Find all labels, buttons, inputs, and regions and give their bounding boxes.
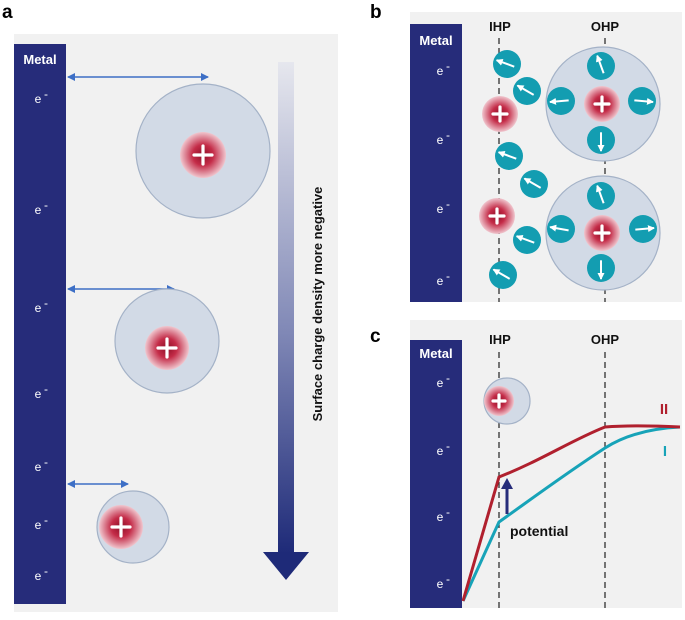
svg-text:-: - <box>446 269 450 283</box>
water-molecule <box>587 52 615 80</box>
adsorbed-cation-upper <box>482 96 518 132</box>
electron-symbol: e- <box>437 128 450 147</box>
electron-symbol: e- <box>35 296 48 315</box>
water-molecule <box>587 126 615 154</box>
svg-text:-: - <box>446 439 450 453</box>
panel-c: c Metal e- e- e- e- IHP OHP potential II… <box>370 320 682 608</box>
svg-text:-: - <box>446 59 450 73</box>
svg-text:e: e <box>35 569 42 583</box>
panel-b-metal-electrode <box>410 24 462 302</box>
electron-symbol: e- <box>35 198 48 217</box>
water-molecule <box>547 87 575 115</box>
svg-text:-: - <box>44 382 48 396</box>
svg-text:e: e <box>437 444 444 458</box>
electron-symbol: e- <box>437 572 450 591</box>
panel-a-label: a <box>2 2 13 23</box>
electron-symbol: e- <box>35 382 48 401</box>
electron-symbol: e- <box>35 564 48 583</box>
water-molecule <box>547 215 575 243</box>
svg-text:e: e <box>437 202 444 216</box>
hydrated-cation-small <box>96 490 170 564</box>
water-molecule <box>513 77 541 105</box>
svg-text:e: e <box>437 577 444 591</box>
panel-a-electrons: e- e- e- e- e- e- e- <box>35 87 48 583</box>
water-molecules <box>489 50 657 289</box>
electron-symbol: e- <box>35 513 48 532</box>
panel-c-metal-label: Metal <box>419 346 452 361</box>
svg-text:e: e <box>437 64 444 78</box>
svg-text:-: - <box>446 371 450 385</box>
curve-II-label: II <box>660 401 668 418</box>
water-molecule <box>495 142 523 170</box>
svg-text:e: e <box>437 133 444 147</box>
svg-text:e: e <box>35 301 42 315</box>
potential-curve-I <box>461 425 681 602</box>
svg-text:-: - <box>44 513 48 527</box>
panel-b-electrons: e- e- e- e- <box>437 59 450 288</box>
svg-text:-: - <box>44 564 48 578</box>
potential-curve-II <box>461 424 681 602</box>
panel-a-metal-electrode <box>14 44 66 604</box>
potential-label: potential <box>510 523 568 539</box>
svg-text:e: e <box>35 387 42 401</box>
potential-shift-arrowhead <box>501 478 513 489</box>
hydrated-cluster-lower <box>545 175 661 291</box>
charge-density-arrow <box>263 62 309 580</box>
svg-text:e: e <box>35 203 42 217</box>
water-molecule <box>587 254 615 282</box>
panel-a-metal-label: Metal <box>23 52 56 67</box>
svg-text:e: e <box>437 510 444 524</box>
charge-density-arrow-label: Surface charge density more negative <box>310 187 325 422</box>
water-molecule <box>489 261 517 289</box>
panel-c-hydrated-cation <box>483 377 531 425</box>
water-molecule <box>587 182 615 210</box>
panel-b-ihp-label: IHP <box>489 19 511 34</box>
svg-text:e: e <box>35 460 42 474</box>
water-molecule <box>520 170 548 198</box>
svg-text:-: - <box>446 505 450 519</box>
svg-text:-: - <box>446 572 450 586</box>
electron-symbol: e- <box>437 439 450 458</box>
svg-text:-: - <box>446 128 450 142</box>
adsorbed-cation-lower <box>479 198 515 234</box>
water-molecule <box>493 50 521 78</box>
svg-text:e: e <box>437 274 444 288</box>
panel-c-label: c <box>370 326 381 347</box>
panel-c-ohp-label: OHP <box>591 332 620 347</box>
electron-symbol: e- <box>35 455 48 474</box>
panel-c-electrons: e- e- e- e- <box>437 371 450 591</box>
svg-text:e: e <box>35 518 42 532</box>
panel-b-metal-label: Metal <box>419 33 452 48</box>
electron-symbol: e- <box>437 269 450 288</box>
electron-symbol: e- <box>35 87 48 106</box>
water-molecule <box>513 226 541 254</box>
hydrated-cluster-upper <box>545 46 661 162</box>
panel-b-ohp-label: OHP <box>591 19 620 34</box>
svg-text:e: e <box>35 92 42 106</box>
curve-I-label: I <box>663 443 667 460</box>
svg-text:-: - <box>44 455 48 469</box>
electron-symbol: e- <box>437 59 450 78</box>
panel-a: a Metal e- e- e- e- e- e- e- <box>2 2 338 612</box>
panel-b-label: b <box>370 2 382 23</box>
water-molecule <box>629 215 657 243</box>
svg-text:-: - <box>44 296 48 310</box>
svg-text:-: - <box>446 197 450 211</box>
panel-c-ihp-label: IHP <box>489 332 511 347</box>
panel-b: b Metal e- e- e- e- IHP OHP <box>370 2 682 302</box>
water-molecule <box>628 87 656 115</box>
electron-symbol: e- <box>437 505 450 524</box>
hydrated-cation-large <box>135 83 271 219</box>
hydrated-cation-medium <box>114 288 220 394</box>
svg-text:-: - <box>44 87 48 101</box>
svg-text:e: e <box>437 376 444 390</box>
electron-symbol: e- <box>437 371 450 390</box>
panel-c-metal-electrode <box>410 340 462 608</box>
electron-symbol: e- <box>437 197 450 216</box>
svg-text:-: - <box>44 198 48 212</box>
